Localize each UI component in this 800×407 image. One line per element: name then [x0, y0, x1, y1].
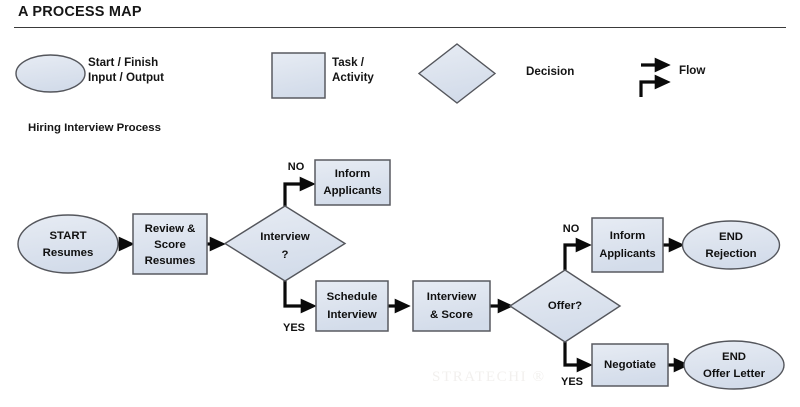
legend-label-start-finish: Start / Finish Input / Output: [88, 56, 164, 84]
node-schedule-line2: Interview: [327, 309, 377, 321]
connectors: [118, 176, 690, 373]
node-interview-q-line2: ?: [282, 249, 289, 261]
legend-shape-task: [271, 52, 326, 99]
node-end-offer-line2: Offer Letter: [703, 368, 766, 380]
watermark: STRATECHI ®: [432, 369, 546, 385]
node-start-line1: START: [49, 230, 86, 242]
connector-offer-no-to-inform: [563, 237, 592, 270]
node-review-score-resumes[interactable]: Review & Score Resumes: [132, 213, 208, 275]
node-review-line1: Review &: [145, 223, 196, 235]
node-interview-q-line1: Interview: [260, 231, 310, 243]
legend-shape-flow-arrows: [639, 57, 671, 97]
process-subtitle: Hiring Interview Process: [28, 122, 161, 134]
node-interview-decision[interactable]: Interview ?: [223, 205, 347, 282]
legend-label-flow: Flow: [679, 64, 706, 77]
node-interview-score-line2: & Score: [430, 309, 473, 321]
node-schedule-interview[interactable]: Schedule Interview: [315, 280, 389, 332]
node-start-line2: Resumes: [43, 247, 94, 259]
branch-label-interview-no: NO: [288, 161, 305, 173]
branch-label-interview-yes: YES: [283, 322, 305, 334]
node-negotiate[interactable]: Negotiate: [591, 343, 669, 387]
node-review-line2: Score: [154, 239, 186, 251]
node-inform-applicants-2[interactable]: Inform Applicants: [591, 217, 664, 273]
node-end-rejection-line2: Rejection: [705, 248, 756, 260]
node-inform-1-line1: Inform: [335, 168, 370, 180]
node-interview-score-line1: Interview: [427, 291, 477, 303]
node-inform-2-line1: Inform: [610, 230, 645, 242]
node-offer-q-line1: Offer?: [548, 300, 582, 312]
legend-shape-decision: [417, 43, 497, 104]
branch-label-offer-yes: YES: [561, 376, 583, 388]
node-interview-and-score[interactable]: Interview & Score: [412, 280, 491, 332]
node-inform-applicants-1[interactable]: Inform Applicants: [314, 159, 391, 206]
node-inform-2-line2: Applicants: [599, 248, 655, 260]
legend-label-decision: Decision: [526, 65, 575, 78]
node-end-offer-line1: END: [722, 351, 746, 363]
node-end-rejection[interactable]: END Rejection: [681, 220, 781, 270]
page-title: A PROCESS MAP: [18, 4, 142, 20]
legend-shape-start-finish: [15, 54, 86, 93]
connector-offer-yes-to-negotiate: [563, 342, 593, 373]
node-end-offer-letter[interactable]: END Offer Letter: [683, 340, 785, 390]
node-offer-decision[interactable]: Offer?: [508, 269, 622, 343]
branch-label-offer-no: NO: [563, 223, 580, 235]
node-negotiate-line1: Negotiate: [604, 359, 656, 371]
connector-interview-yes-to-schedule: [283, 281, 317, 314]
node-schedule-line1: Schedule: [327, 291, 378, 303]
header-divider: [14, 27, 786, 28]
node-inform-1-line2: Applicants: [323, 185, 381, 197]
node-review-line3: Resumes: [145, 255, 196, 267]
node-end-rejection-line1: END: [719, 231, 743, 243]
legend-label-task: Task / Activity: [332, 56, 374, 84]
flow-elbow-arrow-icon: [639, 74, 671, 97]
connector-interview-no-to-inform: [283, 176, 316, 206]
node-start[interactable]: START Resumes: [17, 214, 119, 274]
